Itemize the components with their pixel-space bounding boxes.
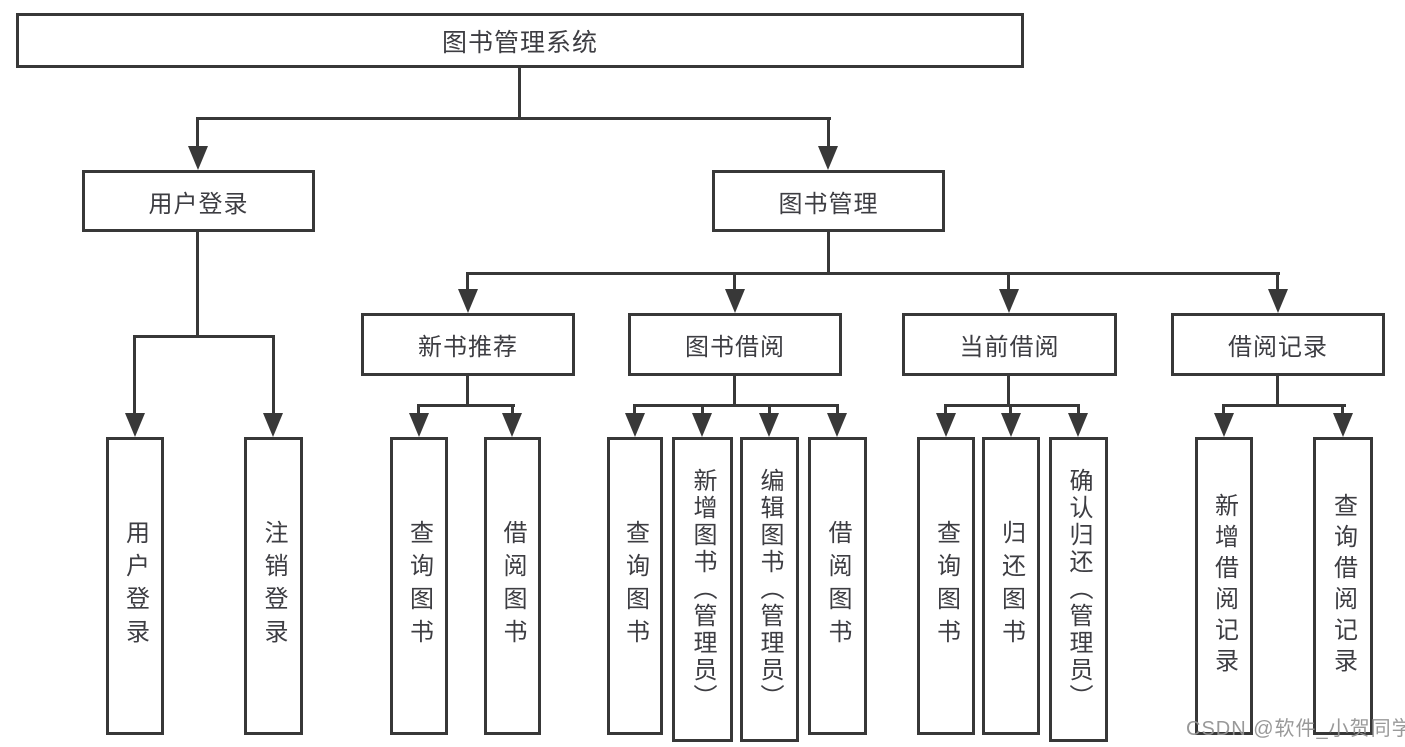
- leaf-user-login-label: 用户登录: [121, 520, 149, 652]
- connector-line: [1007, 272, 1010, 290]
- leaf-add-books-admin-label: 新增图书（管理员）: [689, 468, 716, 711]
- leaf-edit-books-admin: 编辑图书（管理员）: [740, 437, 799, 742]
- leaf-add-books-admin: 新增图书（管理员）: [672, 437, 733, 742]
- node-current-borrow: 当前借阅: [902, 313, 1117, 376]
- connector-line: [133, 335, 275, 338]
- leaf-logout: 注销登录: [244, 437, 303, 735]
- connector-line: [1009, 404, 1012, 415]
- leaf-query-books-current-label: 查询图书: [932, 520, 960, 652]
- node-borrow-record: 借阅记录: [1171, 313, 1385, 376]
- leaf-return-books: 归还图书: [982, 437, 1040, 735]
- leaf-query-books-borrow-label: 查询图书: [621, 520, 649, 652]
- node-user-login-label: 用户登录: [148, 190, 249, 218]
- connector-line: [417, 404, 420, 415]
- leaf-add-borrow-record-label: 新增借阅记录: [1210, 493, 1238, 679]
- arrow-down-icon: [1333, 413, 1353, 437]
- connector-line: [196, 117, 831, 120]
- connector-line: [417, 404, 515, 407]
- connector-line: [1222, 404, 1346, 407]
- leaf-borrow-books: 借阅图书: [808, 437, 867, 735]
- connector-line: [1276, 376, 1279, 407]
- leaf-return-books-label: 归还图书: [997, 520, 1025, 652]
- arrow-down-icon: [458, 289, 478, 313]
- connector-line: [827, 232, 830, 274]
- arrow-down-icon: [936, 413, 956, 437]
- leaf-query-borrow-record: 查询借阅记录: [1313, 437, 1373, 735]
- arrow-down-icon: [818, 146, 838, 170]
- node-user-login: 用户登录: [82, 170, 315, 232]
- leaf-confirm-return-admin: 确认归还（管理员）: [1049, 437, 1108, 742]
- connector-line: [836, 404, 839, 415]
- arrow-down-icon: [759, 413, 779, 437]
- connector-line: [511, 404, 514, 415]
- node-book-management: 图书管理: [712, 170, 945, 232]
- connector-line: [272, 335, 275, 413]
- arrow-down-icon: [1001, 413, 1021, 437]
- node-new-book-recommend-label: 新书推荐: [418, 334, 518, 361]
- leaf-query-books-recommend: 查询图书: [390, 437, 448, 735]
- arrow-down-icon: [625, 413, 645, 437]
- arrow-down-icon: [1268, 289, 1288, 313]
- connector-line: [1077, 404, 1080, 415]
- leaf-user-login: 用户登录: [106, 437, 164, 735]
- connector-line: [633, 404, 636, 415]
- node-root-label: 图书管理系统: [441, 28, 598, 57]
- connector-line: [133, 335, 136, 413]
- leaf-logout-label: 注销登录: [260, 520, 287, 652]
- node-root-system: 图书管理系统: [16, 13, 1024, 68]
- connector-line: [827, 117, 830, 149]
- arrow-down-icon: [263, 413, 283, 437]
- arrow-down-icon: [999, 289, 1019, 313]
- connector-line: [196, 232, 199, 338]
- leaf-query-borrow-record-label: 查询借阅记录: [1329, 493, 1357, 679]
- connector-line: [633, 404, 839, 407]
- arrow-down-icon: [502, 413, 522, 437]
- leaf-add-borrow-record: 新增借阅记录: [1195, 437, 1253, 735]
- node-current-borrow-label: 当前借阅: [959, 334, 1060, 361]
- leaf-query-books-current: 查询图书: [917, 437, 975, 735]
- connector-line: [944, 404, 947, 415]
- leaf-borrow-books-recommend: 借阅图书: [484, 437, 541, 735]
- node-book-borrow: 图书借阅: [628, 313, 842, 376]
- leaf-query-books-borrow: 查询图书: [607, 437, 663, 735]
- connector-line: [733, 376, 736, 407]
- arrow-down-icon: [725, 289, 745, 313]
- csdn-watermark: CSDN @软件_小贺同学: [1186, 718, 1405, 740]
- arrow-down-icon: [827, 413, 847, 437]
- leaf-confirm-return-admin-label: 确认归还（管理员）: [1065, 468, 1092, 711]
- node-book-management-label: 图书管理: [778, 190, 879, 218]
- connector-line: [196, 117, 199, 149]
- arrow-down-icon: [188, 146, 208, 170]
- connector-line: [466, 376, 469, 407]
- connector-line: [768, 404, 771, 415]
- arrow-down-icon: [1068, 413, 1088, 437]
- arrow-down-icon: [409, 413, 429, 437]
- connector-line: [466, 272, 469, 290]
- leaf-borrow-books-recommend-label: 借阅图书: [499, 520, 526, 652]
- connector-line: [1007, 376, 1010, 407]
- connector-line: [944, 404, 1080, 407]
- connector-line: [1222, 404, 1225, 415]
- leaf-borrow-books-label: 借阅图书: [824, 520, 851, 652]
- connector-line: [701, 404, 704, 415]
- arrow-down-icon: [1214, 413, 1234, 437]
- node-borrow-record-label: 借阅记录: [1228, 334, 1328, 361]
- connector-line: [466, 272, 1280, 275]
- connector-line: [733, 272, 736, 290]
- node-book-borrow-label: 图书借阅: [685, 334, 785, 361]
- arrow-down-icon: [692, 413, 712, 437]
- connector-line: [1341, 404, 1344, 415]
- leaf-edit-books-admin-label: 编辑图书（管理员）: [756, 468, 783, 711]
- connector-line: [1276, 272, 1279, 290]
- arrow-down-icon: [125, 413, 145, 437]
- leaf-query-books-recommend-label: 查询图书: [405, 520, 433, 652]
- node-new-book-recommend: 新书推荐: [361, 313, 575, 376]
- connector-line: [518, 68, 521, 120]
